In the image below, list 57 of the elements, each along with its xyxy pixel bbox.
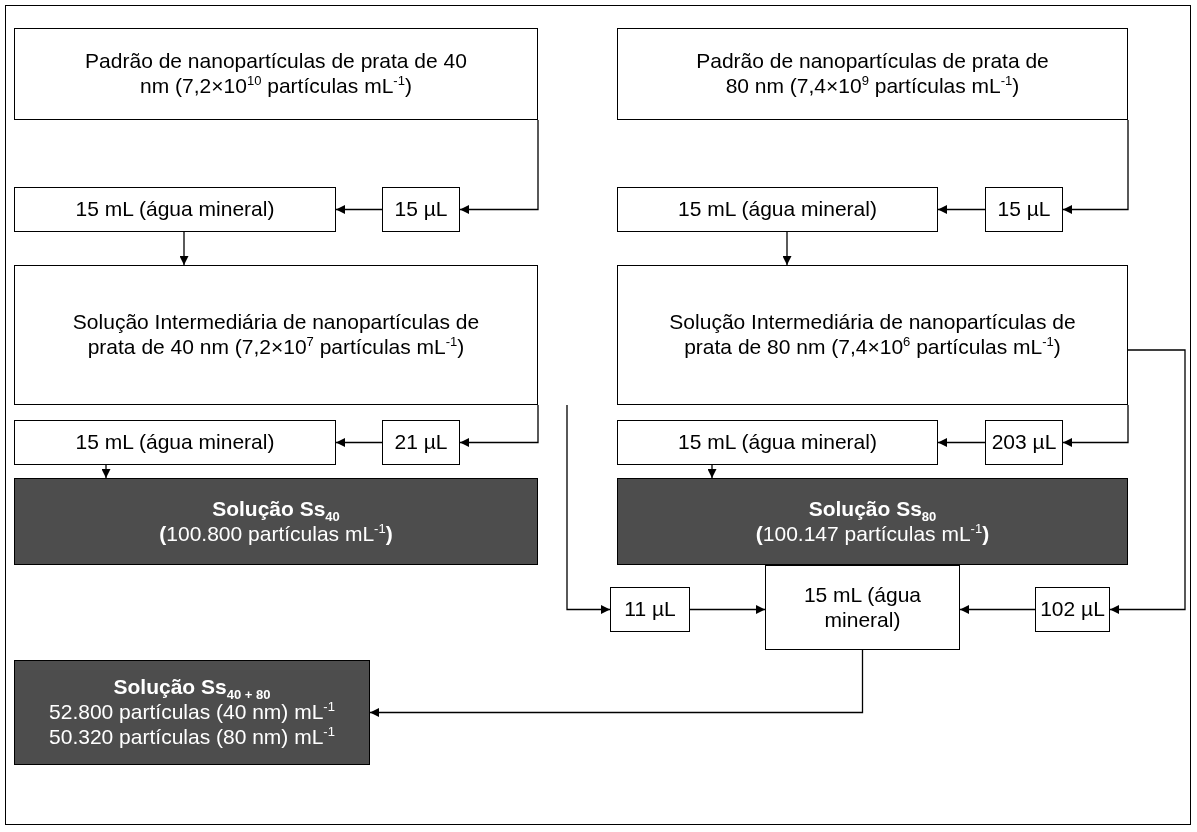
box-text: 15 mL (água mineral) (75, 197, 275, 222)
process-box (1035, 587, 1110, 632)
arrow (1109, 349, 1186, 614)
arrow (1062, 119, 1129, 214)
box-text: Padrão de nanopartículas de prata de 40 nm (7,2×10$^{10}$ partículas mL$^{-1}$) (85, 49, 467, 99)
box-text: 15 µL (394, 197, 448, 222)
process-box (617, 28, 1128, 120)
arrow (179, 231, 189, 266)
box-text: 15 mL (água mineral) (802, 582, 923, 633)
box-text: 15 mL (água mineral) (678, 430, 877, 455)
process-box (14, 265, 538, 405)
box-text: Solução Intermediária de nanopartículas de prata de 80 nm (7,4×10$^{6}$ partículas mL$^{-1}$) (668, 310, 1077, 360)
result-box (617, 478, 1128, 565)
process-box (617, 420, 938, 465)
box-heading: Solução Ss$_{40}$ (212, 496, 340, 522)
box-text: 102 µL (1040, 597, 1105, 622)
arrow (101, 464, 111, 479)
process-box (985, 420, 1063, 465)
process-box (765, 565, 960, 650)
box-text: 15 µL (997, 197, 1051, 222)
arrow (959, 605, 1036, 614)
arrow (459, 404, 539, 447)
box-text: 21 µL (394, 430, 448, 455)
process-box (14, 28, 538, 120)
box-text: 15 mL (água mineral) (75, 430, 275, 455)
arrow (937, 438, 986, 447)
arrow (459, 119, 539, 214)
process-box (382, 420, 460, 465)
process-box (617, 265, 1128, 405)
result-box (14, 478, 538, 565)
box-text: 203 µL (991, 430, 1057, 455)
arrow (689, 605, 766, 614)
process-box (14, 420, 336, 465)
arrow (1062, 404, 1129, 447)
box-text: (100.800 partículas mL$^{-1}$) (159, 521, 393, 547)
box-text: (100.147 partículas mL$^{-1}$) (755, 521, 990, 547)
process-box (382, 187, 460, 232)
box-text: 15 mL (água mineral) (678, 197, 877, 222)
arrow (566, 404, 611, 614)
arrow (707, 464, 717, 479)
arrow (937, 205, 986, 214)
box-text: Padrão de nanopartículas de prata de 80 nm (7,4×10$^{9}$ partículas mL$^{-1}$) (695, 49, 1050, 99)
box-heading: Solução Ss$_{80}$ (808, 496, 937, 522)
box-text: 50.320 partículas (80 nm) mL$^{-1}$ (49, 724, 335, 750)
arrow (782, 231, 792, 266)
result-box (14, 660, 370, 765)
arrow (335, 205, 383, 214)
arrow (335, 438, 383, 447)
process-box (617, 187, 938, 232)
process-box (985, 187, 1063, 232)
box-text: 11 µL (624, 597, 676, 622)
box-text: 52.800 partículas (40 nm) mL$^{-1}$ (49, 700, 335, 725)
box-text: Solução Intermediária de nanopartículas de prata de 40 nm (7,2×10$^{7}$ partículas mL$^{-1}$) (71, 310, 481, 360)
box-heading: Solução Ss$_{40 + 80}$ (113, 675, 271, 701)
arrow (369, 649, 864, 717)
process-box (14, 187, 336, 232)
process-box (610, 587, 690, 632)
